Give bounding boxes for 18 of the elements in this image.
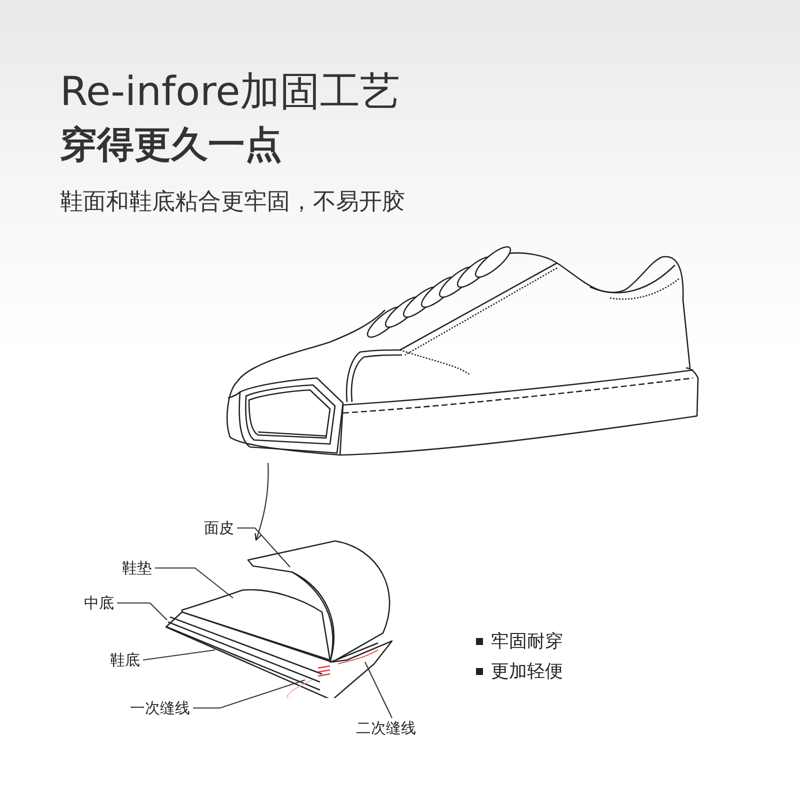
leader-line: [117, 602, 168, 620]
leader-line: [155, 567, 234, 598]
part-label: 中底: [84, 594, 114, 612]
part-label: 一次缝线: [130, 699, 190, 717]
part-label: 二次缝线: [356, 719, 416, 737]
part-label: 鞋垫: [122, 559, 152, 577]
leader-line: [193, 679, 306, 709]
part-label: 鞋底: [110, 651, 140, 669]
leader-line: [364, 662, 392, 718]
description-text: 鞋面和鞋底粘合更牢固，不易开胶: [60, 188, 405, 217]
subheading: 穿得更久一点: [60, 122, 282, 168]
leader-line: [237, 527, 290, 568]
part-label: 面皮: [204, 519, 234, 537]
title: Re-infore加固工艺: [60, 68, 400, 117]
curved-arrow: [254, 462, 269, 541]
leader-line: [142, 649, 216, 661]
feature-text: 更加轻便: [491, 660, 563, 683]
feature-text: 牢固耐穿: [491, 630, 563, 653]
